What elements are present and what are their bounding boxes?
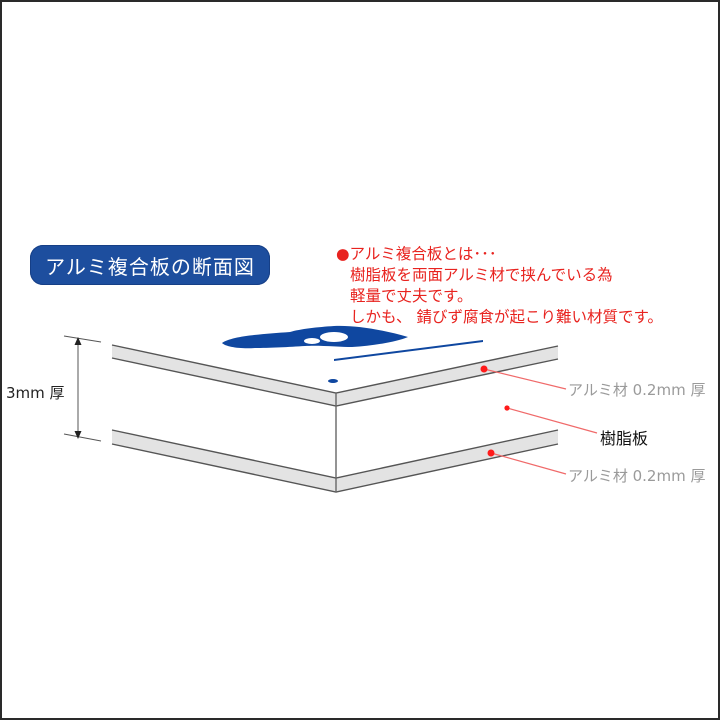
resin-core-layer [112, 358, 558, 478]
note-line-3: しかも、 錆びず腐食が起こり難い材質です。 [350, 308, 663, 326]
title-banner: アルミ複合板の断面図 [30, 245, 270, 285]
note-line-2: 軽量で丈夫です。 [350, 287, 473, 305]
label-top-aluminum: アルミ材 0.2mm 厚 [568, 381, 706, 399]
note-line-1: 樹脂板を両面アルミ材で挟んでいる為 [350, 266, 613, 284]
sign-logo-graphic [222, 325, 483, 383]
leader-lines [480, 365, 598, 475]
label-bottom-aluminum: アルミ材 0.2mm 厚 [568, 467, 706, 485]
thickness-label: 3mm 厚 [6, 384, 65, 402]
description-note: ●アルミ複合板とは･･･ 樹脂板を両面アルミ材で挟んでいる為 軽量で丈夫です。 … [336, 244, 663, 328]
marker-bottom-aluminum [487, 449, 495, 457]
arrow-down-icon [74, 431, 82, 439]
arrow-up-icon [74, 337, 82, 345]
diagram-title: アルミ複合板の断面図 [45, 254, 255, 279]
label-resin-core: 樹脂板 [600, 429, 649, 448]
note-heading-line: ●アルミ複合板とは･･･ [336, 244, 663, 265]
thickness-dimension [63, 335, 102, 442]
marker-resin-core [504, 405, 510, 411]
marker-top-aluminum [480, 365, 488, 373]
bullet-icon: ● [336, 245, 350, 263]
note-heading: アルミ複合板とは･･･ [349, 245, 497, 263]
